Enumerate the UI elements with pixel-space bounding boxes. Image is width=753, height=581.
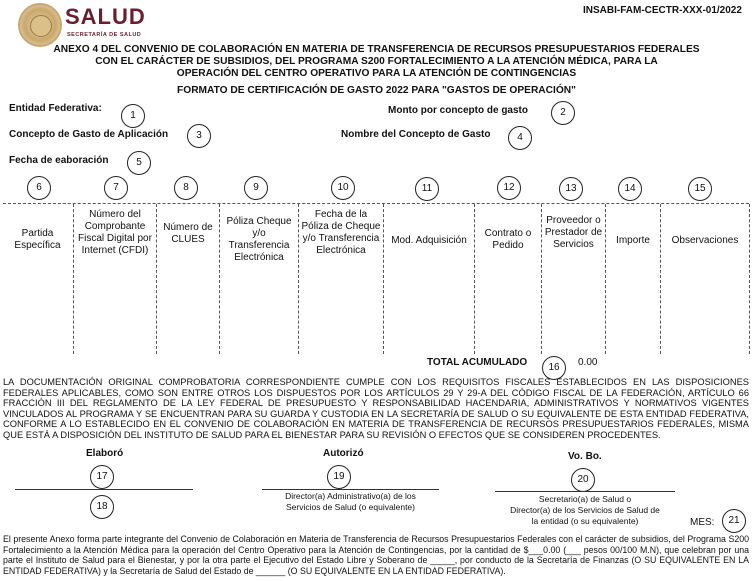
brand-subtitle: SECRETARÍA DE SALUD <box>67 32 142 38</box>
column-partida: Partida Específica <box>3 204 72 354</box>
column-importe: Importe <box>605 204 660 354</box>
column-header: Partida Específica <box>14 228 61 251</box>
title-line-1: ANEXO 4 DEL CONVENIO DE COLABORACIÓN EN … <box>53 44 700 55</box>
secretario-title-line-3: la entidad (o su equivalente) <box>531 516 639 526</box>
government-seal-logo <box>18 3 62 47</box>
column-header: Contrato o Pedido <box>484 228 532 251</box>
column-header: Fecha de la Póliza de Cheque y/o Transfe… <box>301 209 381 256</box>
seal-emblem <box>30 15 52 37</box>
column-header: Número de CLUES <box>163 222 213 245</box>
marker-13: 13 <box>559 177 583 201</box>
marker-5: 5 <box>127 151 151 175</box>
marker-2: 2 <box>551 101 575 125</box>
column-poliza: Póliza Cheque y/o Transferencia Electrón… <box>219 204 298 354</box>
title-line-4: FORMATO DE CERTIFICACIÓN DE GASTO 2022 P… <box>177 85 576 96</box>
nombre-concepto-label: Nombre del Concepto de Gasto <box>341 129 491 140</box>
marker-18: 18 <box>90 495 114 519</box>
autorizo-signature-line <box>262 489 439 490</box>
marker-9: 9 <box>244 176 268 200</box>
marker-21: 21 <box>722 509 746 533</box>
column-cfdi: Número del Comprobante Fiscal Digital po… <box>73 204 156 354</box>
column-header: Número del Comprobante Fiscal Digital po… <box>78 209 152 256</box>
director-title-line-2: Servicios de Salud (o equivalente) <box>286 502 415 512</box>
title-line-3: OPERACIÓN DEL CENTRO OPERATIVO PARA LA A… <box>176 68 577 79</box>
column-clues: Número de CLUES <box>156 204 219 354</box>
marker-12: 12 <box>497 176 521 200</box>
mes-label: MES: <box>690 517 715 528</box>
secretario-title-line-1: Secretario(a) de Salud o <box>538 494 632 504</box>
director-title-line-1: Director(a) Administrativo(a) de los <box>285 491 416 501</box>
column-header: Mod. Adquisición <box>391 235 467 246</box>
column-contrato: Contrato o Pedido <box>474 204 541 354</box>
brand-title: SALUD <box>65 4 146 29</box>
title-line-2: CON EL CARÁCTER DE SUBSIDIOS, DEL PROGRA… <box>95 56 658 67</box>
vobo-label: Vo. Bo. <box>568 451 602 462</box>
vobo-signature-line <box>495 491 675 492</box>
marker-15: 15 <box>688 177 712 201</box>
marker-10: 10 <box>331 176 355 200</box>
autorizo-label: Autorizó <box>323 448 364 459</box>
fecha-label: Fecha de eaboración <box>9 155 109 166</box>
column-mod-adquisicion: Mod. Adquisición <box>383 204 474 354</box>
monto-label: Monto por concepto de gasto <box>388 105 528 116</box>
marker-14: 14 <box>618 177 642 201</box>
column-header: Póliza Cheque y/o Transferencia Electrón… <box>226 216 292 263</box>
concepto-aplicacion-label: Concepto de Gasto de Aplicación <box>9 129 169 140</box>
total-label: TOTAL ACUMULADO <box>427 357 528 368</box>
marker-1: 1 <box>121 104 145 128</box>
elaboro-signature-line <box>15 489 193 490</box>
column-fecha-poliza: Fecha de la Póliza de Cheque y/o Transfe… <box>298 204 383 354</box>
marker-7: 7 <box>104 176 128 200</box>
column-header: Proveedor o Prestador de Servicios <box>544 215 603 250</box>
marker-8: 8 <box>174 176 198 200</box>
footer-paragraph: El presente Anexo forma parte integrante… <box>3 534 749 576</box>
marker-11: 11 <box>415 177 439 201</box>
column-proveedor: Proveedor o Prestador de Servicios <box>541 204 605 354</box>
marker-19: 19 <box>327 465 351 489</box>
column-header: Observaciones <box>671 235 739 246</box>
marker-16: 16 <box>542 356 566 380</box>
elaboro-label: Elaboró <box>86 448 124 459</box>
column-header: Importe <box>616 235 650 246</box>
entidad-label: Entidad Federativa: <box>9 103 102 114</box>
document-code: INSABI-FAM-CECTR-XXX-01/2022 <box>583 5 742 16</box>
marker-3: 3 <box>187 124 211 148</box>
secretario-title-line-2: Director(a) de los Servicios de Salud de <box>510 505 660 515</box>
column-observaciones: Observaciones <box>660 204 750 354</box>
marker-6: 6 <box>27 176 51 200</box>
marker-4: 4 <box>508 126 532 150</box>
marker-17: 17 <box>90 465 114 489</box>
certification-notice: LA DOCUMENTACIÓN ORIGINAL COMPROBATORIA … <box>3 377 749 440</box>
marker-20: 20 <box>571 468 595 492</box>
total-value: 0.00 <box>578 357 598 368</box>
expense-table: Partida Específica Número del Comprobant… <box>3 203 750 354</box>
